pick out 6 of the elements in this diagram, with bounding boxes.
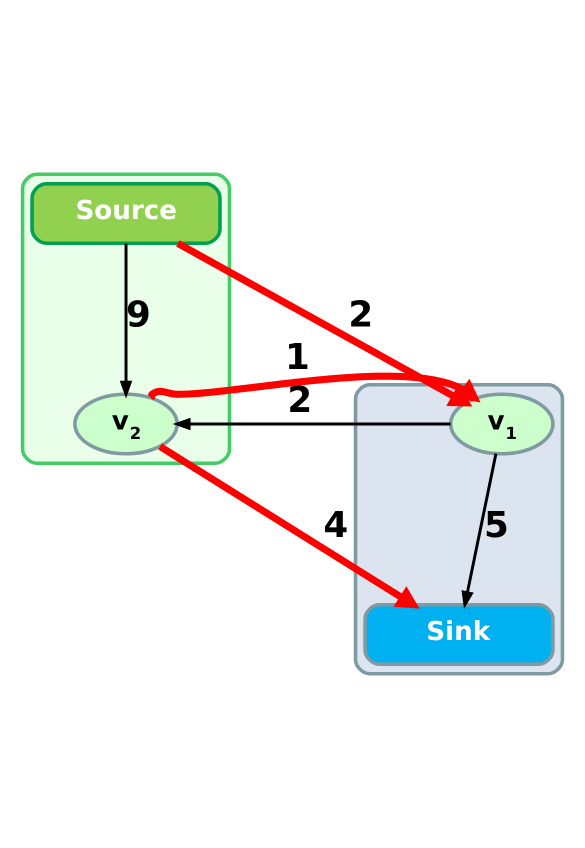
- edge-label: 4: [323, 504, 348, 546]
- edge-label: 5: [484, 504, 509, 546]
- edge-label: 9: [126, 294, 151, 336]
- edge-label: 1: [284, 336, 310, 378]
- edge-label: 2: [348, 294, 374, 336]
- edge-label: 2: [287, 380, 312, 422]
